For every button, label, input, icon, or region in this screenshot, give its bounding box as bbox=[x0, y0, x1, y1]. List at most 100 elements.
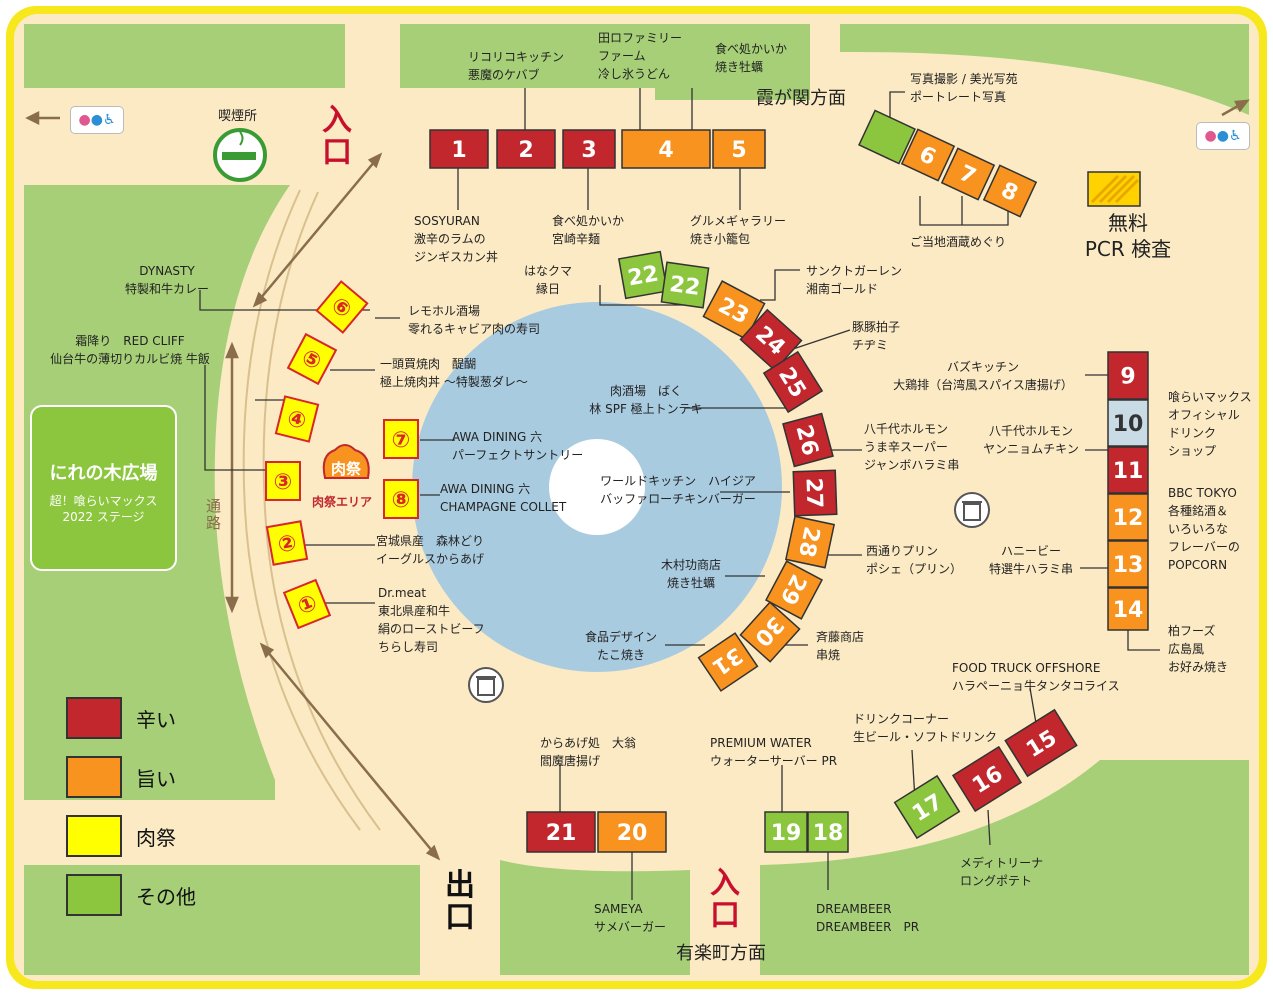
booth-box bbox=[792, 469, 838, 517]
pcr-line1: 無料 bbox=[1108, 211, 1148, 235]
booth-box bbox=[621, 129, 711, 169]
vendor-label: SAMEYA サメバーガー bbox=[594, 902, 667, 934]
booth-number: ② bbox=[276, 531, 299, 559]
booth-19: 19 bbox=[764, 811, 808, 853]
booth-box bbox=[526, 811, 596, 853]
vendor-label: Dr.meat 東北県産和牛 絹のローストビーフ ちらし寿司 bbox=[378, 586, 485, 654]
vendor-label: ご当地酒蔵めぐり bbox=[910, 235, 1007, 249]
booth-photo bbox=[858, 109, 916, 165]
booth-22: 22 bbox=[617, 250, 669, 300]
vendor-label: SOSYURAN 激辛のラムの ジンギスカン丼 bbox=[414, 214, 499, 264]
booth-11: 11 bbox=[1107, 446, 1149, 494]
booth-number: ⑦ bbox=[392, 428, 411, 453]
booth-③: ③ bbox=[265, 461, 301, 501]
vendor-label: 写真撮影 / 美光写苑 ポートレート写真 bbox=[910, 72, 1018, 104]
booth-box bbox=[982, 164, 1038, 218]
booth-box bbox=[1107, 399, 1149, 447]
restroom-icon: ●●♿ bbox=[70, 106, 124, 134]
grass-bottom-right bbox=[760, 760, 1249, 975]
vendor-label: DREAMBEER DREAMBEER PR bbox=[816, 902, 920, 934]
booth-number: 22 bbox=[668, 272, 702, 301]
booth-box bbox=[1107, 540, 1149, 588]
booth-24: 24 bbox=[739, 308, 803, 372]
booth-14: 14 bbox=[1107, 587, 1149, 631]
booth-box bbox=[1004, 708, 1078, 778]
vendor-label: 一頭買焼肉 醍醐 極上焼肉丼 〜特製葱ダレ〜 bbox=[380, 357, 528, 389]
pcr-icon bbox=[1087, 171, 1141, 207]
booth-26: 26 bbox=[782, 412, 834, 468]
booth-number: 28 bbox=[793, 524, 824, 559]
booth-25: 25 bbox=[762, 350, 824, 414]
booth-box bbox=[807, 811, 849, 853]
booth-10: 10 bbox=[1107, 399, 1149, 447]
booth-number: 3 bbox=[581, 138, 596, 163]
booth-box bbox=[702, 280, 766, 340]
booth-number: 19 bbox=[771, 821, 802, 846]
booth-7: 7 bbox=[940, 147, 996, 201]
booth-box bbox=[1107, 446, 1149, 494]
booth-number: 18 bbox=[813, 821, 844, 846]
vendor-label: AWA DINING 六 CHAMPAGNE COLLET bbox=[440, 482, 567, 514]
legend-swatch bbox=[66, 756, 122, 798]
vendor-label: PREMIUM WATER ウォーターサーバー PR bbox=[710, 736, 838, 768]
booth-number: 5 bbox=[731, 138, 746, 163]
meat-area-label: 肉祭エリア bbox=[312, 495, 373, 509]
booth-box bbox=[1107, 351, 1149, 400]
pcr-line2: PCR 検査 bbox=[1084, 237, 1172, 261]
booth-1: 1 bbox=[429, 129, 489, 169]
booth-⑤: ⑤ bbox=[286, 332, 338, 386]
smoking-area-icon bbox=[213, 128, 267, 182]
vendor-label: 食べ処かいか 宮崎辛麺 bbox=[552, 214, 625, 246]
booth-29: 29 bbox=[764, 560, 824, 620]
booth-number: 1 bbox=[451, 138, 466, 163]
trash-icon bbox=[954, 492, 990, 528]
booth-number: 22 bbox=[626, 262, 661, 292]
kasumigaseki-direction-label: 霞が関方面 bbox=[756, 88, 846, 109]
vendor-label: サンクトガーレン 湘南ゴールド bbox=[806, 264, 903, 296]
grass-top-mid bbox=[400, 24, 810, 100]
booth-number: 4 bbox=[658, 138, 673, 163]
vendor-label: グルメギャラリー 焼き小籠包 bbox=[690, 214, 787, 246]
booth-28: 28 bbox=[784, 515, 836, 569]
booth-box bbox=[784, 515, 836, 569]
booth-5: 5 bbox=[712, 129, 766, 169]
booth-box bbox=[1107, 493, 1149, 541]
booth-number: 12 bbox=[1113, 506, 1144, 531]
vendor-label: 豚豚拍子 チヂミ bbox=[852, 320, 901, 352]
booth-number: 13 bbox=[1113, 553, 1144, 578]
booth-box bbox=[383, 419, 419, 459]
booth-box bbox=[274, 395, 320, 443]
booth-box bbox=[951, 745, 1023, 813]
booth-box bbox=[562, 129, 616, 169]
booth-30: 30 bbox=[739, 601, 801, 663]
vendor-label: バズキッチン 大鶏排（台湾風スパイス唐揚げ） bbox=[893, 360, 1073, 392]
booth-box bbox=[429, 129, 489, 169]
booth-22: 22 bbox=[660, 261, 710, 309]
booth-box bbox=[739, 601, 801, 663]
vendor-label: レモホル酒場 零れるキャビア肉の寿司 bbox=[408, 304, 541, 336]
plaza-title: にれの木広場 bbox=[49, 463, 158, 484]
booth-box bbox=[762, 350, 824, 414]
restroom-icon: ●●♿ bbox=[1196, 122, 1250, 150]
booth-12: 12 bbox=[1107, 493, 1149, 541]
vendor-label: はなクマ 縁日 bbox=[523, 264, 572, 296]
vendor-label: DYNASTY 特製和牛カレー bbox=[124, 264, 209, 296]
booth-box bbox=[764, 560, 824, 620]
booth-box bbox=[286, 332, 338, 386]
booth-⑦: ⑦ bbox=[383, 419, 419, 459]
booth-⑧: ⑧ bbox=[383, 479, 419, 519]
booth-3: 3 bbox=[562, 129, 616, 169]
booth-box bbox=[660, 261, 710, 309]
vendor-label: BBC TOKYO 各種銘酒＆ いろいろな フレーバーの POPCORN bbox=[1168, 486, 1240, 572]
booth-4: 4 bbox=[621, 129, 711, 169]
booth-20: 20 bbox=[597, 811, 667, 853]
booth-13: 13 bbox=[1107, 540, 1149, 588]
vendor-label: 八千代ホルモン ヤンニョムチキン bbox=[983, 424, 1079, 456]
booth-box bbox=[597, 811, 667, 853]
svg-text:肉祭: 肉祭 bbox=[331, 460, 362, 478]
vendor-label: 八千代ホルモン うま辛スーパー ジャンボハラミ串 bbox=[864, 422, 960, 472]
vendor-label: ハニービー 特選牛ハラミ串 bbox=[988, 544, 1073, 576]
